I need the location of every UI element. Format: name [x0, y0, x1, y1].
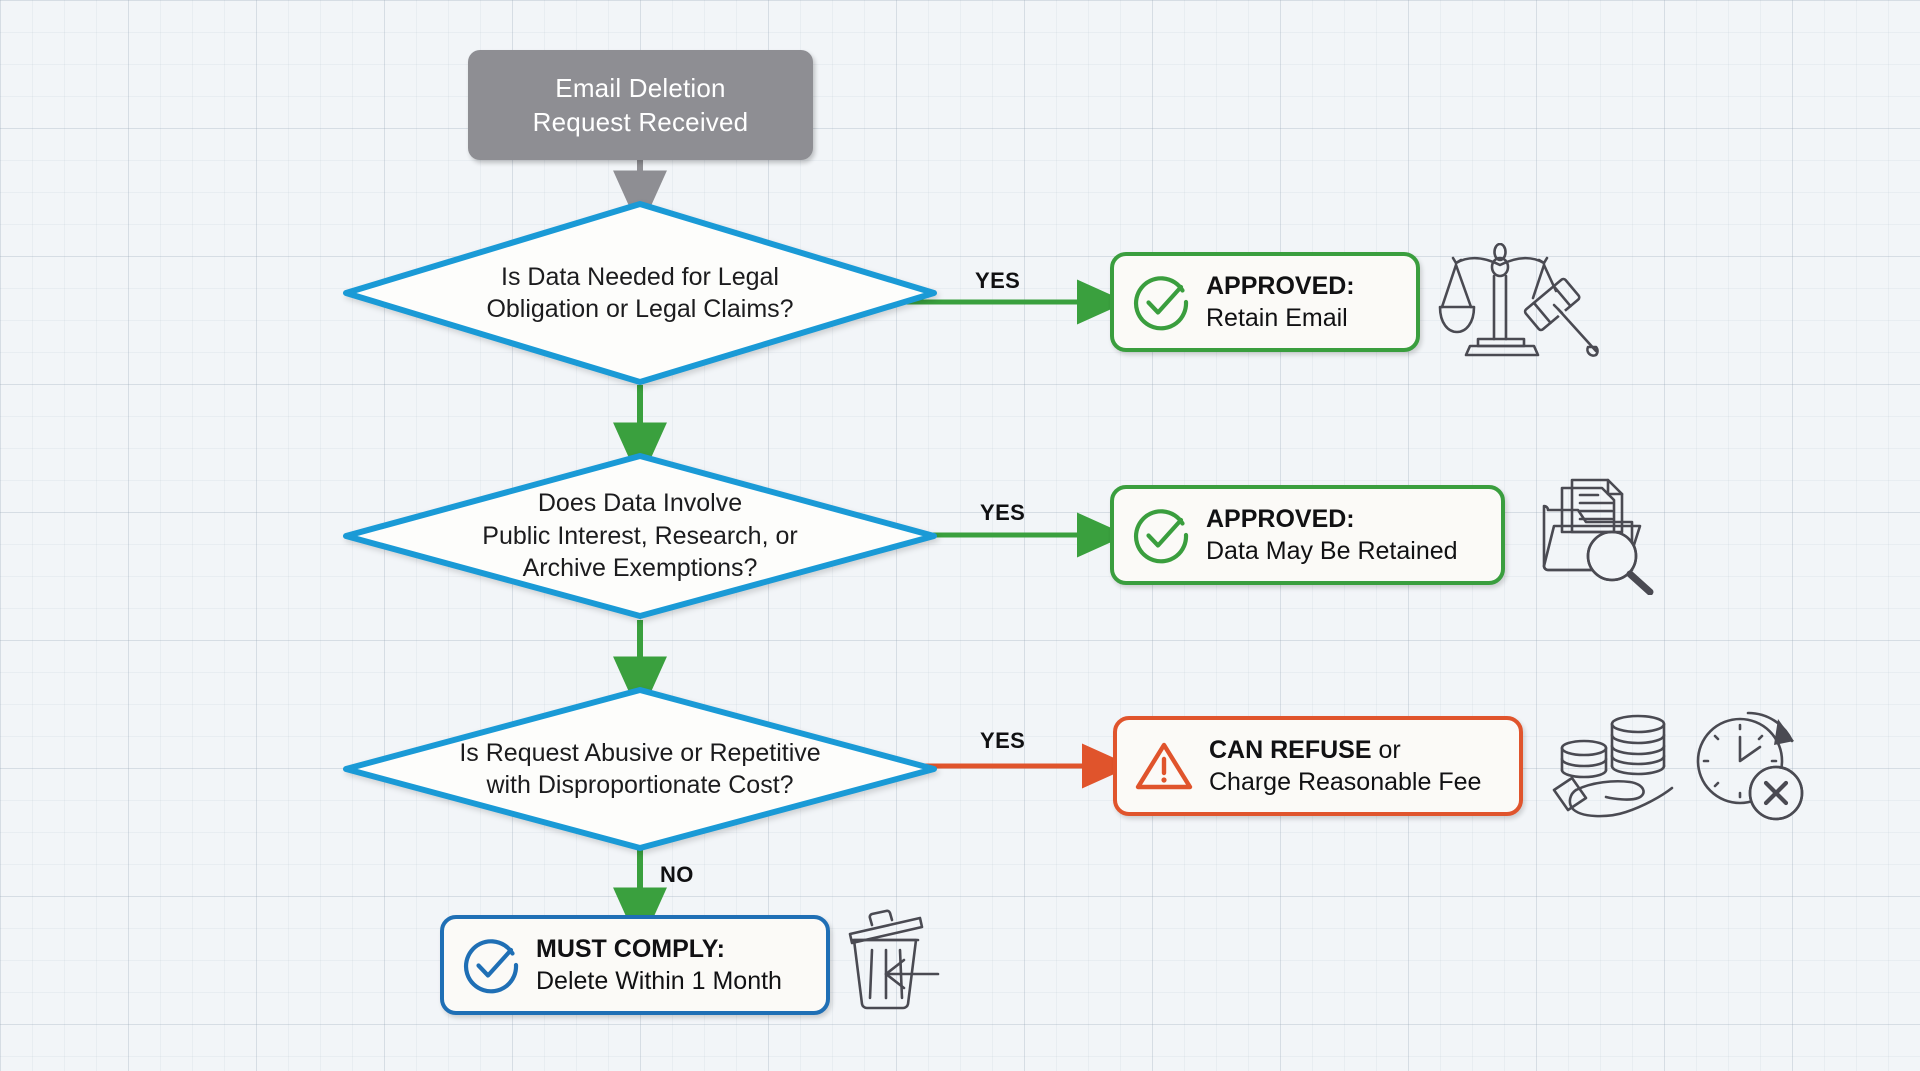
folder-documents-search-icon — [1540, 470, 1690, 596]
start-node[interactable]: Email Deletion Request Received — [468, 50, 813, 160]
outcome-strong: APPROVED: — [1206, 504, 1355, 533]
start-node-line1: Email Deletion — [555, 72, 726, 103]
hand-coins-icon — [1552, 710, 1682, 820]
edge-label-decision1-yes: YES — [975, 268, 1021, 293]
outcome-normal: or — [1371, 735, 1401, 764]
edge-label-decision3-no: NO — [660, 862, 694, 887]
outcome-text: MUST COMPLY: Delete Within 1 Month — [536, 933, 782, 998]
outcome-strong: APPROVED: — [1206, 271, 1355, 300]
decision-diamond-shape — [343, 453, 937, 619]
decision-public-interest[interactable]: Does Data Involve Public Interest, Resea… — [340, 450, 940, 622]
start-node-line2: Request Received — [532, 107, 749, 137]
outcome-must-comply[interactable]: MUST COMPLY: Delete Within 1 Month — [440, 915, 830, 1015]
outcome-can-refuse[interactable]: CAN REFUSE or Charge Reasonable Fee — [1113, 716, 1523, 816]
decision-legal-obligation[interactable]: Is Data Needed for Legal Obligation or L… — [340, 198, 940, 388]
decision-diamond-shape — [343, 687, 937, 851]
scales-gavel-icon — [1438, 242, 1608, 358]
edge-label-decision3-yes: YES — [980, 728, 1026, 753]
decision-diamond-shape — [343, 201, 937, 385]
clock-denied-icon — [1688, 705, 1808, 823]
outcome-text: APPROVED: Data May Be Retained — [1206, 503, 1458, 568]
outcome-approved-retain-email[interactable]: APPROVED: Retain Email — [1110, 252, 1420, 352]
outcome-detail: Data May Be Retained — [1206, 537, 1458, 565]
outcome-detail: Retain Email — [1206, 304, 1348, 332]
outcome-detail: Charge Reasonable Fee — [1209, 768, 1482, 796]
check-circle-icon — [462, 936, 520, 994]
warning-triangle-icon — [1135, 737, 1193, 795]
check-circle-icon — [1132, 506, 1190, 564]
outcome-text: CAN REFUSE or Charge Reasonable Fee — [1209, 734, 1481, 799]
decision-abusive-request[interactable]: Is Request Abusive or Repetitive with Di… — [340, 684, 940, 854]
outcome-text: APPROVED: Retain Email — [1206, 270, 1355, 335]
check-circle-icon — [1132, 273, 1190, 331]
trash-delete-icon — [846, 908, 956, 1018]
outcome-strong: MUST COMPLY: — [536, 934, 725, 963]
edge-label-decision2-yes: YES — [980, 500, 1026, 525]
outcome-strong: CAN REFUSE — [1209, 735, 1372, 764]
outcome-detail: Delete Within 1 Month — [536, 967, 782, 995]
outcome-approved-data-retained[interactable]: APPROVED: Data May Be Retained — [1110, 485, 1505, 585]
